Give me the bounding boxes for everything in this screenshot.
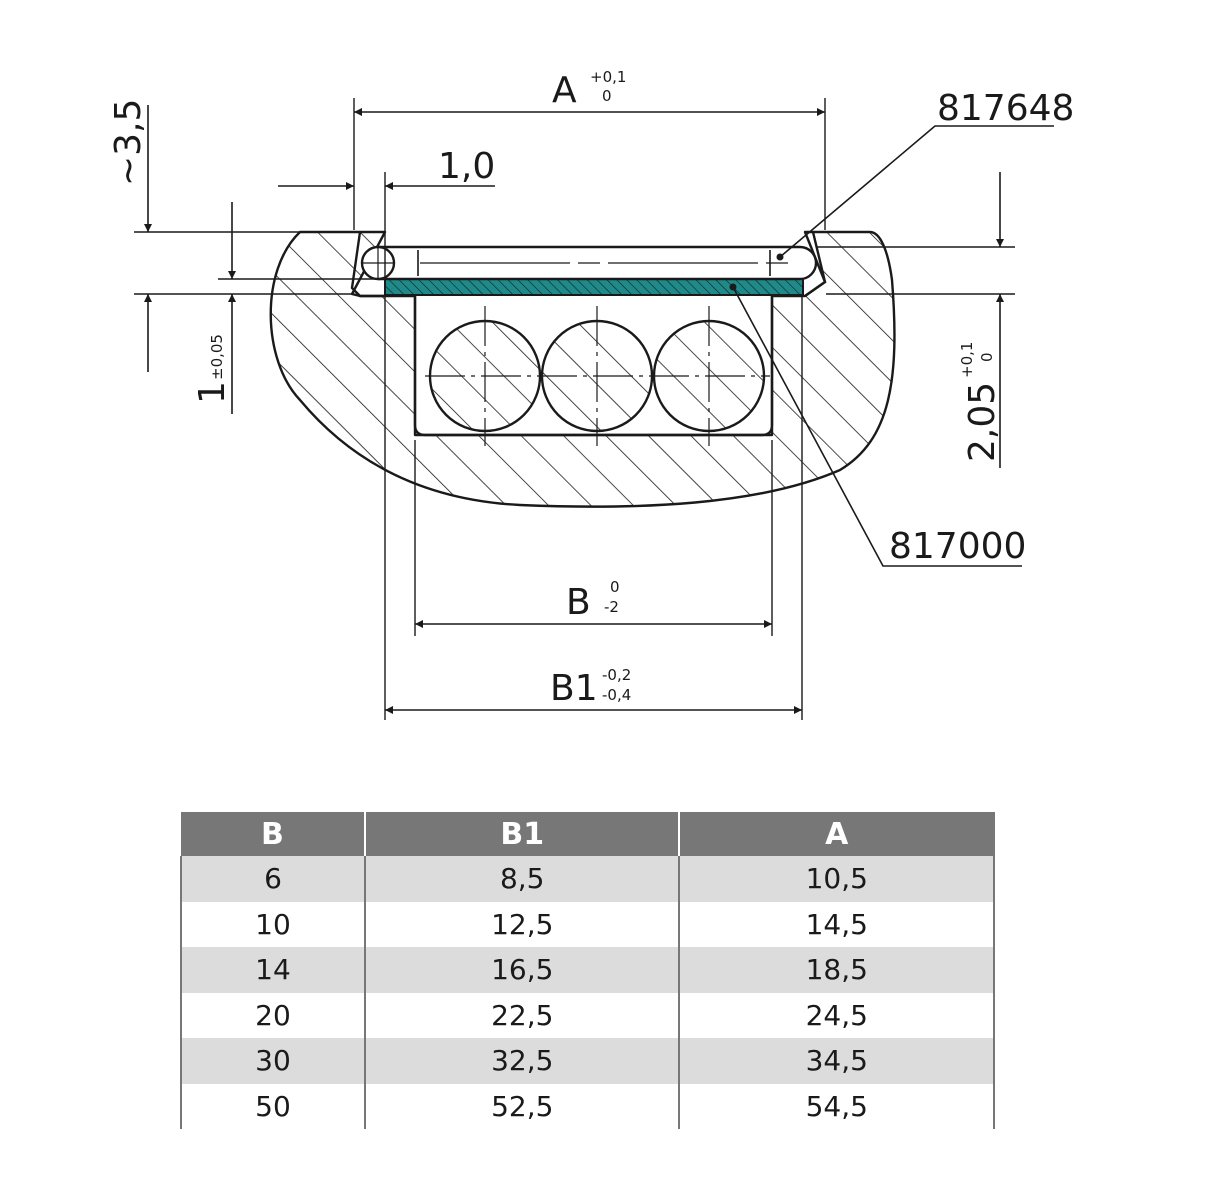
dim-1-label: 1	[192, 381, 233, 404]
cell-B1: 22,5	[363, 992, 680, 1038]
dim-1-tol: ±0,05	[208, 334, 226, 380]
dim-2-05-label: 2,05	[962, 382, 1003, 462]
cell-A: 14,5	[678, 901, 995, 947]
table-row: 14 16,5 18,5	[180, 947, 995, 993]
cell-B1: 12,5	[363, 901, 680, 947]
table-row: 30 32,5 34,5	[180, 1038, 995, 1084]
technical-drawing: A +0,1 0 1,0 ~3,5 1 ±0,05 2,05 +0,1 0 B …	[108, 68, 1074, 720]
part-number-817000: 817000	[889, 526, 1026, 567]
cell-A: 54,5	[678, 1083, 995, 1129]
table-row: 10 12,5 14,5	[180, 901, 995, 947]
header-B1: B1	[364, 812, 681, 856]
dim-3-5-label: ~3,5	[108, 99, 149, 186]
dimension-table: B B1 A 6 8,5 10,5 10 12,5 14,5 14 16,5 1…	[180, 812, 995, 1129]
dim-B-label: B	[566, 582, 591, 623]
cell-B1: 52,5	[363, 1083, 680, 1129]
table-header-row: B B1 A	[181, 812, 995, 856]
cell-B: 6	[180, 856, 365, 902]
dim-2-05-tol-lower: 0	[978, 352, 996, 362]
cell-A: 24,5	[678, 992, 995, 1038]
cell-B1: 32,5	[363, 1038, 680, 1084]
table-row: 20 22,5 24,5	[180, 992, 995, 1038]
cell-A: 34,5	[678, 1038, 995, 1084]
dim-A-tol-lower: 0	[602, 87, 612, 105]
table-row: 6 8,5 10,5	[180, 856, 995, 902]
part-number-817648: 817648	[937, 88, 1074, 129]
dim-B-tol-upper: 0	[610, 578, 620, 596]
cell-B: 14	[180, 947, 365, 993]
dim-A-label: A	[552, 70, 577, 111]
cell-B: 30	[180, 1038, 365, 1084]
header-A: A	[679, 812, 995, 856]
cell-A: 10,5	[678, 856, 995, 902]
groove-outline	[413, 296, 774, 437]
cell-B: 20	[180, 992, 365, 1038]
cell-B: 10	[180, 901, 365, 947]
dim-2-05-tol-upper: +0,1	[958, 342, 976, 378]
dim-1-0-label: 1,0	[438, 146, 495, 187]
cell-B1: 8,5	[363, 856, 680, 902]
table-row: 50 52,5 54,5	[180, 1083, 995, 1129]
cell-A: 18,5	[678, 947, 995, 993]
dim-B-tol-lower: -2	[604, 598, 619, 616]
dim-B1-tol-upper: -0,2	[602, 666, 631, 684]
header-B: B	[181, 812, 366, 856]
cell-B: 50	[180, 1083, 365, 1129]
housing-section	[269, 230, 896, 508]
dim-B1-label: B1	[550, 668, 598, 709]
dim-B1-tol-lower: -0,4	[602, 686, 631, 704]
dim-A-tol-upper: +0,1	[590, 68, 626, 86]
cell-B1: 16,5	[363, 947, 680, 993]
